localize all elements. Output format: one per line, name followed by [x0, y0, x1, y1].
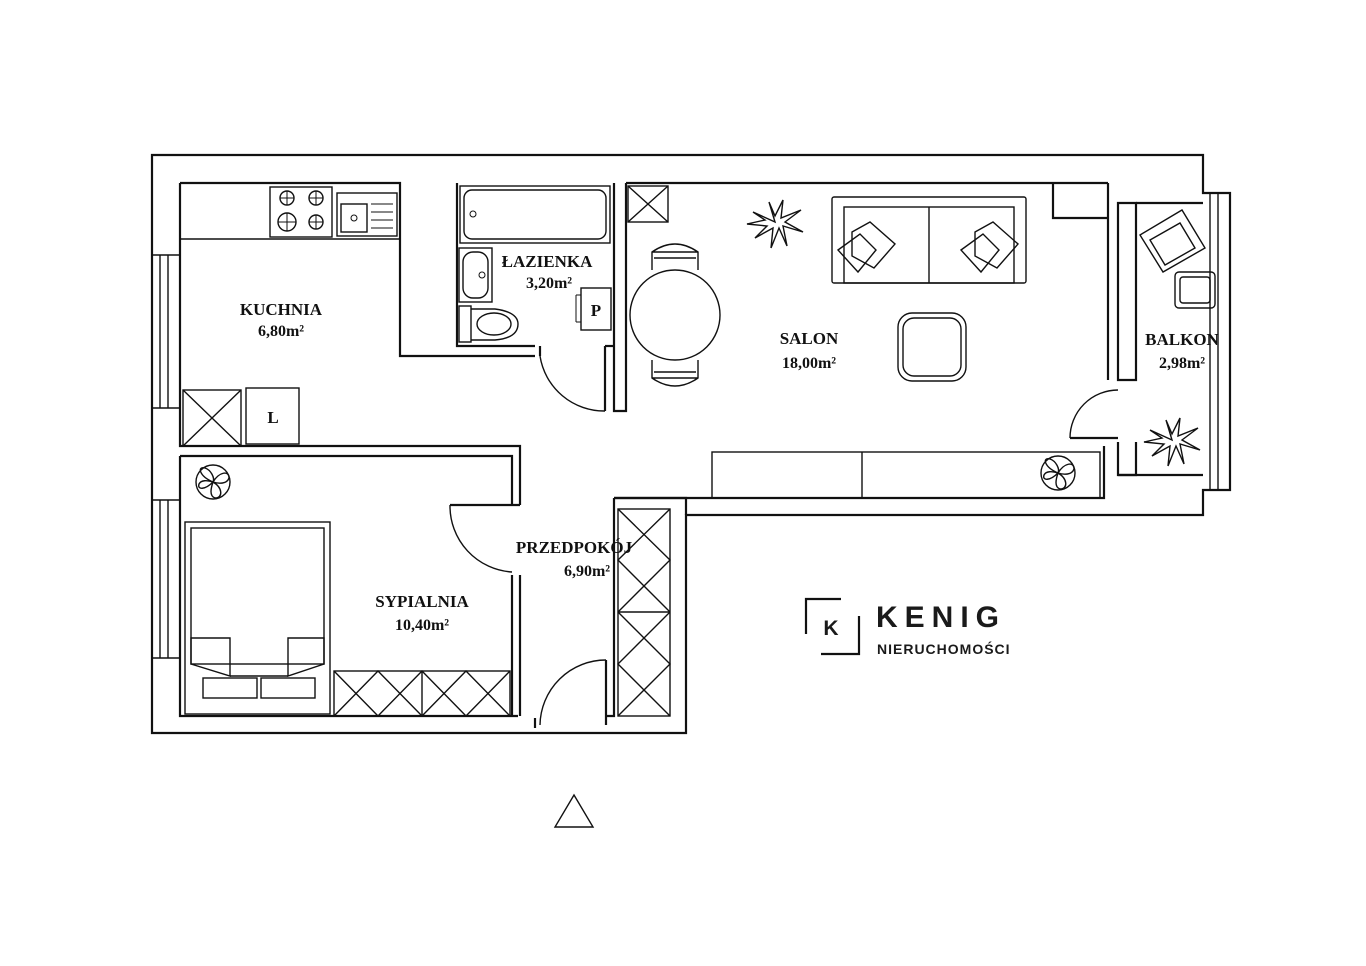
outer-walls: [150, 153, 1232, 735]
door-bedroom: [449, 503, 520, 573]
door-bathroom: [538, 346, 607, 412]
sofa: [831, 196, 1027, 284]
plant-icon: [1040, 455, 1076, 491]
room-name-living: SALON: [780, 329, 839, 348]
bed: [184, 521, 331, 715]
living-walls: [626, 181, 1108, 220]
triangle-icon: [553, 793, 595, 828]
coffee-table: [897, 312, 967, 382]
balcony-frame: [1116, 193, 1219, 490]
door-entrance: [533, 659, 608, 728]
plant-icon: [1143, 417, 1201, 467]
logo-name: KENIG: [876, 601, 1006, 634]
kitchen-counter: [180, 186, 400, 240]
tv-cabinet: [711, 451, 1101, 499]
room-area-bathroom: 3,20m²: [526, 275, 572, 292]
company-logo: K KENIG NIERUCHOMOŚCI: [804, 597, 1011, 657]
toilet: [458, 305, 519, 343]
wardrobe-bedroom: [333, 669, 511, 718]
room-area-hall: 6,90m²: [564, 563, 610, 580]
washer-marker: P: [591, 301, 601, 320]
room-name-kitchen: KUCHNIA: [240, 300, 323, 319]
sink: [458, 247, 493, 303]
room-area-bedroom: 10,40m²: [395, 617, 449, 634]
room-name-bathroom: ŁAZIENKA: [502, 252, 593, 271]
room-name-bedroom: SYPIALNIA: [375, 592, 469, 611]
door-balcony: [1069, 389, 1119, 440]
kitchen-appliances: [182, 387, 300, 447]
plant-icon: [746, 199, 804, 249]
bathtub: [459, 185, 611, 244]
room-area-living: 18,00m²: [782, 355, 836, 372]
laundry-marker: L: [267, 408, 278, 427]
logo-subtitle: NIERUCHOMOŚCI: [877, 640, 1011, 657]
dining-table: [629, 243, 721, 387]
wardrobe-hall: [617, 508, 671, 717]
washer: [575, 287, 612, 331]
windows-left: [152, 254, 180, 659]
cabinet-corner: [627, 185, 669, 223]
room-area-kitchen: 6,80m²: [258, 323, 304, 340]
room-name-balcony: BALKON: [1145, 330, 1219, 349]
room-name-hall: PRZEDPOKÓJ: [516, 538, 633, 557]
plant-icon: [195, 464, 231, 500]
room-area-balcony: 2,98m²: [1159, 355, 1205, 372]
logo-letter: K: [823, 617, 838, 640]
balcony-chair: [1139, 209, 1216, 309]
bathroom-walls: [455, 183, 628, 413]
